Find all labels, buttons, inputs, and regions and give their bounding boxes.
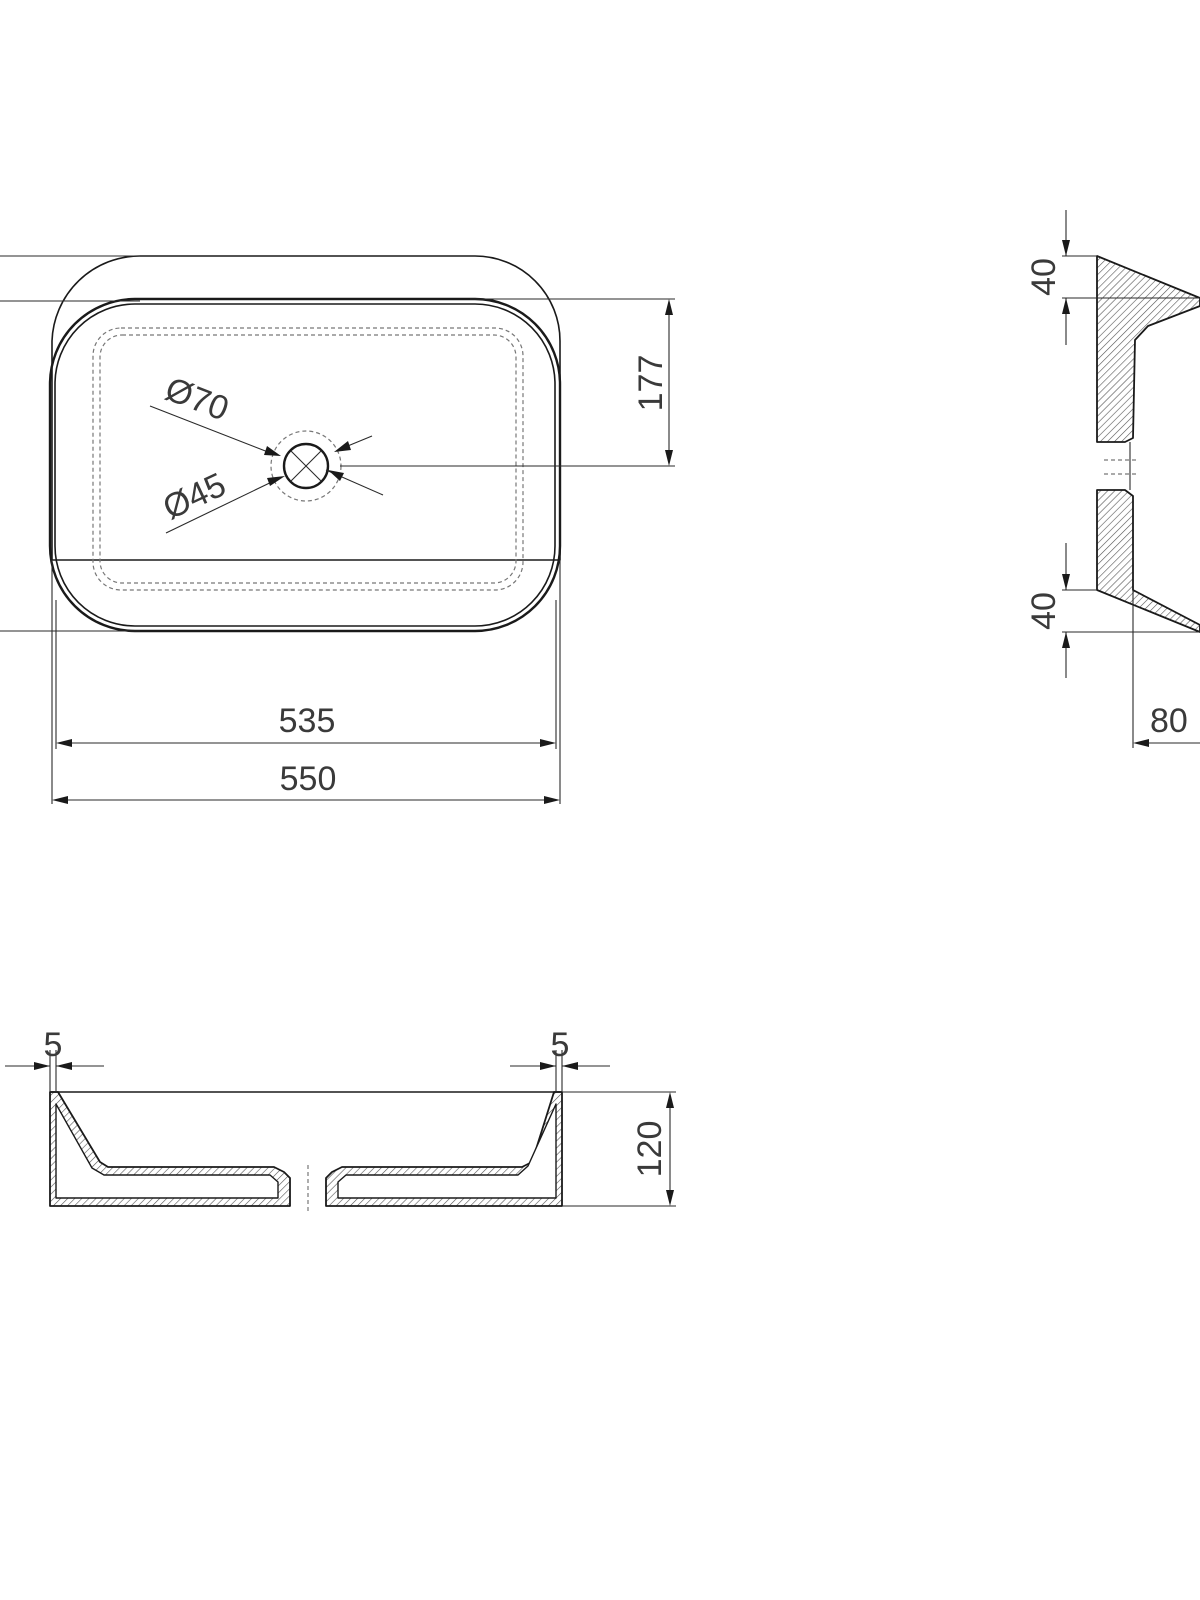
side-section-view: 40 40 80 — [1025, 210, 1200, 748]
section-right-inner — [337, 1103, 557, 1199]
dim-bore-outer: Ø70 — [160, 370, 234, 429]
dim-side-depth: 80 — [1150, 702, 1188, 740]
side-wall-lower — [1096, 489, 1200, 633]
dim-inner-length: 535 — [279, 702, 336, 740]
dim-outer-length: 550 — [280, 760, 337, 798]
dim-height: 120 — [631, 1121, 669, 1178]
plan-view: Ø70 Ø45 177 535 550 — [0, 255, 675, 804]
bowl-bottom-dashed-inner — [99, 334, 517, 584]
dim-side-bottom-rim: 40 — [1025, 592, 1063, 630]
basin-outline — [48, 297, 562, 633]
basin-outer-rim — [51, 255, 561, 561]
dim-wall-right: 5 — [551, 1026, 570, 1064]
drain-hole — [270, 430, 342, 502]
dim-drain-offset: 177 — [632, 355, 670, 412]
dim-side-top-rim: 40 — [1025, 258, 1063, 296]
bowl-bottom-dashed — [92, 327, 524, 591]
front-section-view: 5 5 120 — [5, 1026, 676, 1212]
dim-bore-inner: Ø45 — [157, 466, 231, 528]
section-left-inner — [55, 1103, 279, 1199]
side-wall-upper — [1096, 255, 1200, 443]
basin-outline-inner — [54, 303, 556, 627]
dim-wall-left: 5 — [44, 1026, 63, 1064]
